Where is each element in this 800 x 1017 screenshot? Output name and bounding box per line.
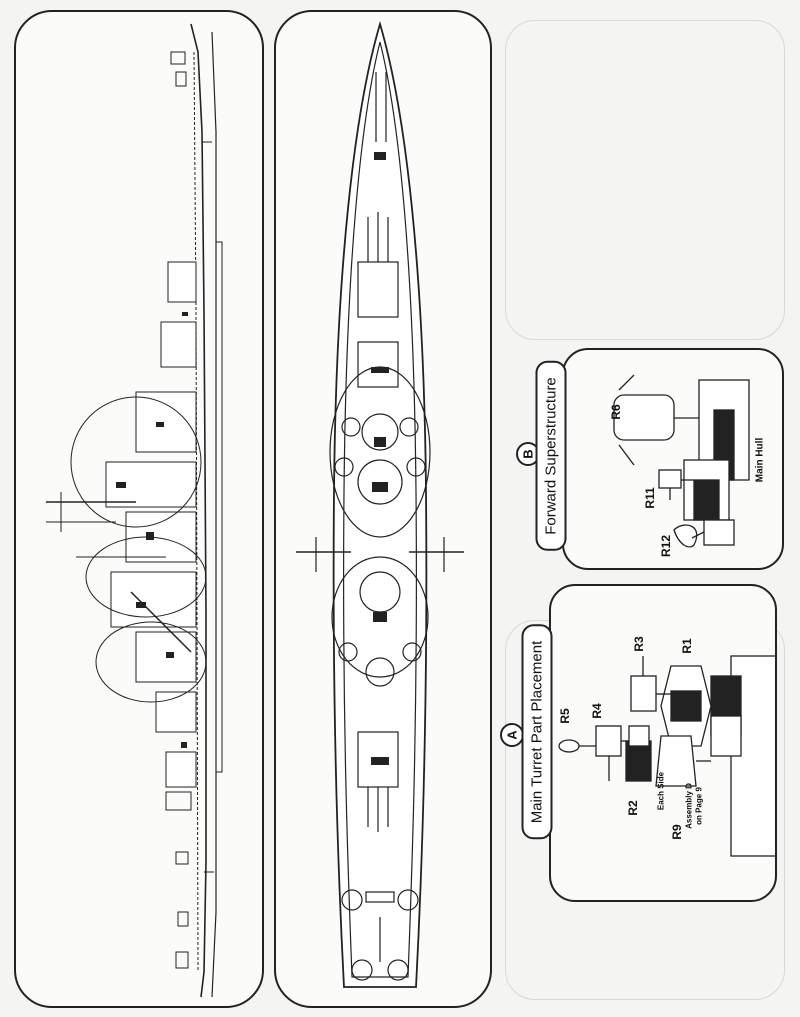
forward-superstructure-diagram xyxy=(613,374,750,548)
top-view-panel xyxy=(274,10,492,1008)
part-label-r2: R2 xyxy=(626,800,640,816)
part-label-r11: R11 xyxy=(643,487,657,509)
section-b-panel: R6 R11 R12 Main Hull xyxy=(562,348,784,570)
section-a-title: Main Turret Part Placement xyxy=(521,624,553,840)
section-a-panel: R5 R4 R3 R1 R2 R9 Each Side Assembly D o… xyxy=(549,584,777,902)
ship-side-profile xyxy=(46,23,223,998)
note-assembly: Assembly D xyxy=(684,783,694,829)
part-label-r6: R6 xyxy=(609,404,623,420)
part-label-r9: R9 xyxy=(670,824,684,840)
part-label-r12: R12 xyxy=(659,534,673,558)
main-turret-diagram xyxy=(558,655,775,857)
section-a-letter: A xyxy=(500,723,524,747)
section-b-title: Forward Superstructure xyxy=(535,361,567,551)
note-each-side: Each Side xyxy=(656,771,666,811)
part-label-r4: R4 xyxy=(590,703,604,719)
main-hull-label: Main Hull xyxy=(754,437,766,483)
side-view-panel xyxy=(14,10,264,1008)
ship-top-plan xyxy=(296,20,464,988)
part-label-r5: R5 xyxy=(558,708,572,724)
part-label-r1: R1 xyxy=(680,638,694,654)
part-label-r3: R3 xyxy=(632,636,646,652)
ghost-panel xyxy=(505,20,785,340)
note-page: on Page 9 xyxy=(694,787,704,825)
